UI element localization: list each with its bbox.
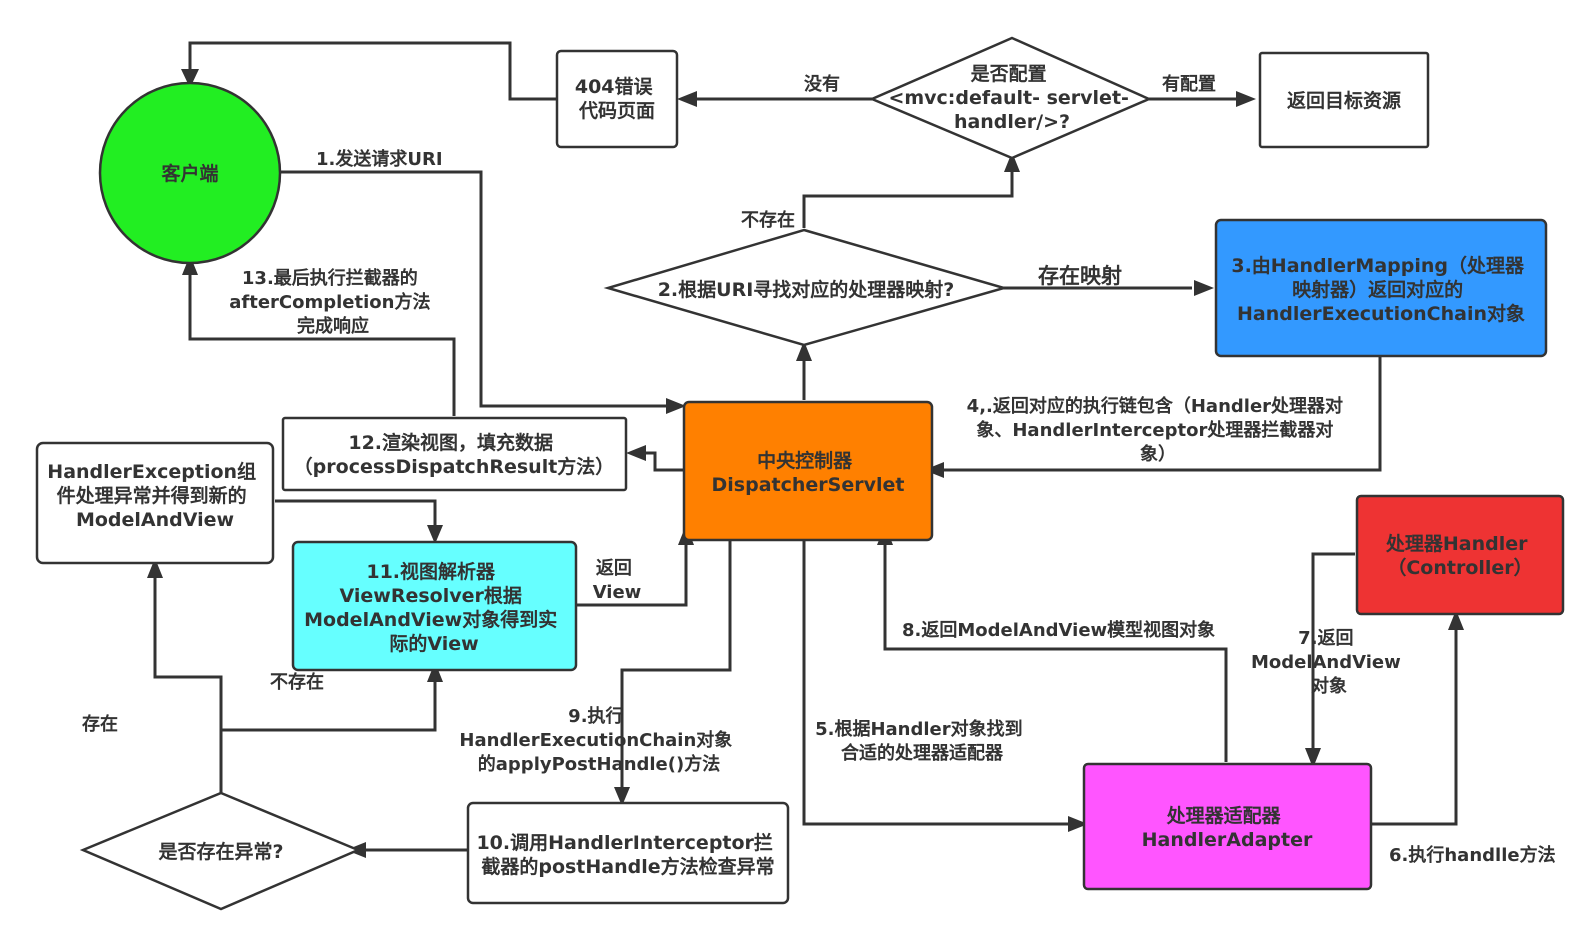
edge-render-to-client	[188, 272, 456, 416]
find-mapping-decision	[603, 228, 1009, 347]
dispatcher-node	[682, 400, 934, 542]
edge-dispatcher-to-render	[645, 451, 683, 472]
edge-resolver-to-dispatcher	[575, 542, 688, 607]
render-view-label: 12.渲染视图，填充数据 （processDispatchResult方法）	[294, 431, 615, 478]
target-resource-node	[1258, 51, 1430, 149]
handler-mapping-label: 3.由HandlerMapping（处理器 映射器）返回对应的 HandlerE…	[1231, 254, 1530, 325]
edge-notexist-to-decision	[802, 168, 1014, 228]
render-view-node	[281, 416, 628, 492]
edge-client-to-dispatcher	[280, 170, 668, 408]
not-exists-left-label: 不存在	[270, 671, 324, 693]
exception-check-label: 是否存在异常?	[158, 840, 283, 863]
configured-label: 有配置	[1162, 73, 1216, 95]
arrow-down-resolver	[427, 525, 443, 544]
default-servlet-decision	[868, 36, 1153, 160]
arrow-left-render	[626, 445, 646, 461]
controller-return-label: 7.返回 ModelAndView 对象	[1251, 628, 1407, 697]
edge-chain-to-dispatcher	[940, 356, 1382, 472]
edge-labels: 1.发送请求URI 没有 有配置 不存在 存在映射 4,.返回对应的执行链包含（…	[82, 73, 1556, 866]
send-request-label: 1.发送请求URI	[316, 148, 443, 170]
controller-node	[1355, 494, 1565, 616]
connectors	[153, 41, 1458, 852]
exception-handler-label: HandlerException组 件处理异常并得到新的 ModelAndVie…	[47, 460, 262, 531]
edge-exception-to-resolver	[275, 499, 437, 528]
edge-check-to-resolver	[219, 679, 437, 793]
arrow-down-adapter	[1305, 748, 1321, 768]
dispatcher-label: 中央控制器 DispatcherServlet	[712, 449, 905, 496]
controller-label: 处理器Handler （Controller）	[1385, 532, 1534, 579]
find-mapping-label: 2.根据URI寻找对应的处理器映射?	[658, 278, 955, 301]
arrow-up-find	[796, 341, 812, 361]
edge-controller-to-adapter	[1311, 552, 1355, 752]
arrow-up-resolver	[427, 662, 443, 682]
find-adapter-label: 5.根据Handler对象找到 合适的处理器适配器	[815, 718, 1029, 764]
arrow-down-client-top	[181, 69, 199, 88]
return-mav-label: 8.返回ModelAndView模型视图对象	[902, 619, 1215, 641]
arrow-up-controller	[1448, 610, 1464, 630]
arrow-right-adapter	[1068, 816, 1088, 832]
default-servlet-label: 是否配置 <mvc:default- servlet- handler/>?	[888, 63, 1135, 133]
error-page-node	[555, 49, 679, 149]
return-chain-label: 4,.返回对应的执行链包含（Handler处理器对 象、HandlerInter…	[967, 395, 1350, 465]
not-exists-top-label: 不存在	[741, 209, 795, 231]
target-resource-label: 返回目标资源	[1287, 89, 1401, 112]
post-handle-label: 10.调用HandlerInterceptor拦 截器的postHandle方法…	[476, 832, 779, 878]
client-node	[98, 81, 282, 265]
exception-handler-node	[35, 441, 275, 565]
return-view-label: 返回 View	[593, 558, 642, 603]
edge-adapter-to-dispatcher	[883, 542, 1228, 762]
arrow-right-resource	[1236, 91, 1256, 107]
arrow-right-dispatcher-top	[666, 398, 686, 414]
arrow-left-dispatcher	[924, 462, 944, 478]
arrow-up-decision	[1004, 152, 1020, 172]
post-handle-node	[466, 801, 790, 905]
view-resolver-node	[291, 540, 578, 672]
mapping-exists-label: 存在映射	[1038, 264, 1122, 288]
nodes: 客户端 404错误 代码页面 是否配置 <mvc:default- servle…	[35, 36, 1565, 911]
edge-error-to-client	[188, 41, 557, 101]
execute-handle-label: 6.执行handlle方法	[1389, 844, 1556, 866]
view-resolver-label: 11.视图解析器 ViewResolver根据 ModelAndView对象得到…	[304, 560, 564, 655]
client-label: 客户端	[161, 162, 218, 185]
arrow-down-posthandle	[614, 787, 630, 806]
exception-check-decision	[79, 791, 362, 911]
arrow-left-error	[677, 91, 697, 107]
apply-post-handle-label: 9.执行 HandlerExecutionChain对象 的applyPostH…	[459, 705, 738, 775]
arrow-up-client-bottom	[182, 255, 198, 275]
edge-dispatcher-to-adapter	[802, 540, 1072, 826]
arrow-right-handler-mapping	[1194, 280, 1214, 296]
edge-check-to-exception	[153, 575, 223, 793]
handler-mapping-node	[1214, 218, 1548, 358]
arrow-up-exception	[147, 558, 163, 578]
exists-left-label: 存在	[82, 713, 118, 735]
edge-dispatcher-to-posthandle	[620, 540, 732, 790]
after-completion-label: 13.最后执行拦截器的 afterCompletion方法 完成响应	[229, 267, 437, 337]
not-configured-label: 没有	[804, 73, 840, 95]
adapter-label: 处理器适配器 HandlerAdapter	[1142, 804, 1313, 851]
edge-adapter-to-controller	[1371, 627, 1458, 826]
adapter-node	[1082, 762, 1373, 891]
error-page-label: 404错误 代码页面	[575, 75, 659, 122]
